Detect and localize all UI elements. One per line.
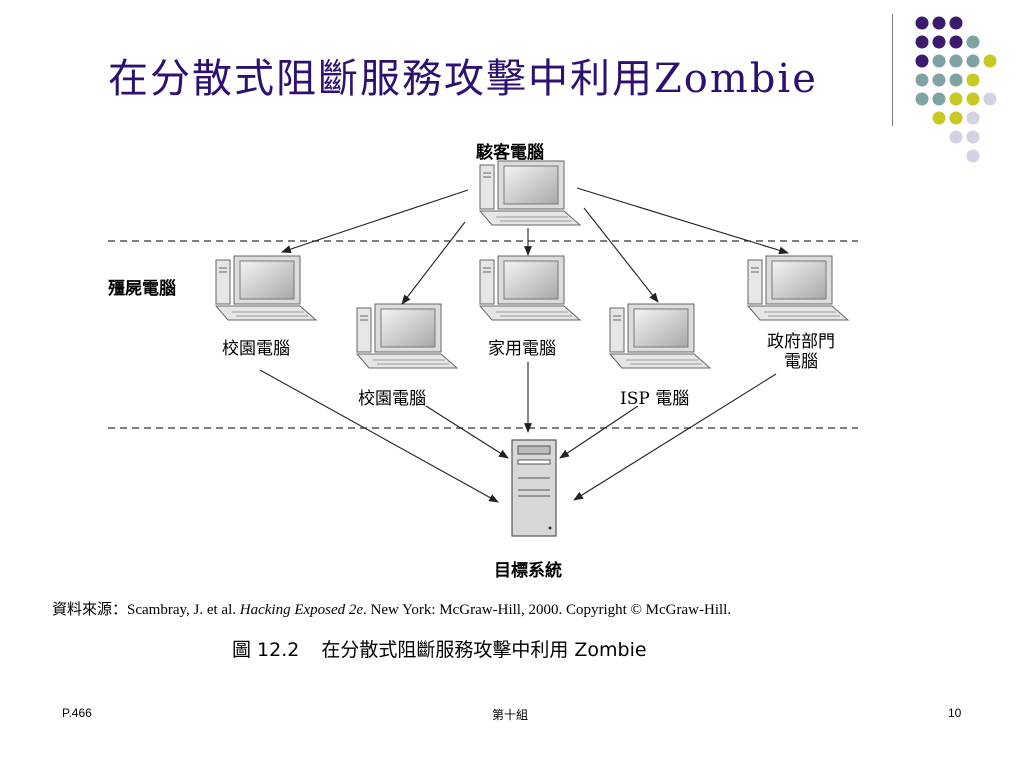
target-server-icon — [511, 439, 557, 537]
source-book-title: Hacking Exposed 2e — [239, 602, 364, 618]
government-label-line1: 政府部門 — [767, 332, 835, 352]
isp-computer-label: ISP 電腦 — [620, 389, 690, 409]
zombie-row-label: 殭屍電腦 — [108, 279, 176, 299]
ddos-diagram: 駭客電腦 殭屍電腦 校園電腦 校園電腦 家用電腦 ISP 電腦 政府部門 電腦 … — [100, 130, 920, 581]
campus-computer-1-icon — [215, 255, 317, 321]
attacker-computer-icon — [479, 160, 581, 226]
slide-title: 在分散式阻斷服務攻擊中利用Zombie — [108, 56, 818, 102]
diagram-canvas — [108, 160, 858, 537]
government-label-line2: 電腦 — [784, 352, 818, 372]
isp-computer-icon — [609, 303, 711, 369]
source-suffix: . New York: McGraw-Hill, 2000. Copyright… — [363, 602, 732, 618]
figure-caption: 圖 12.2 在分散式阻斷服務攻擊中利用 Zombie — [232, 635, 647, 662]
figure-caption-text: 在分散式阻斷服務攻擊中利用 Zombie — [321, 639, 647, 661]
home-computer-icon — [479, 255, 581, 321]
campus-computer-2-label: 校園電腦 — [358, 389, 426, 409]
target-label: 目標系統 — [494, 561, 562, 581]
campus-computer-2-icon — [356, 303, 458, 369]
source-note: 資料來源：Scambray, J. et al. Hacking Exposed… — [52, 598, 731, 619]
footer-page-number: 10 — [948, 706, 962, 720]
source-prefix: 資料來源：Scambray, J. et al. — [52, 602, 240, 618]
decor-divider — [892, 14, 893, 126]
figure-number: 圖 12.2 — [232, 639, 300, 661]
decor-dot-grid — [915, 16, 997, 163]
government-computer-icon — [747, 255, 849, 321]
government-computer-label: 政府部門 電腦 — [756, 332, 846, 372]
attacker-label: 駭客電腦 — [476, 143, 544, 163]
footer-left: P.466 — [62, 706, 92, 720]
campus-computer-1-label: 校園電腦 — [222, 339, 290, 359]
footer-center: 第十組 — [492, 708, 529, 722]
home-computer-label: 家用電腦 — [488, 339, 556, 359]
